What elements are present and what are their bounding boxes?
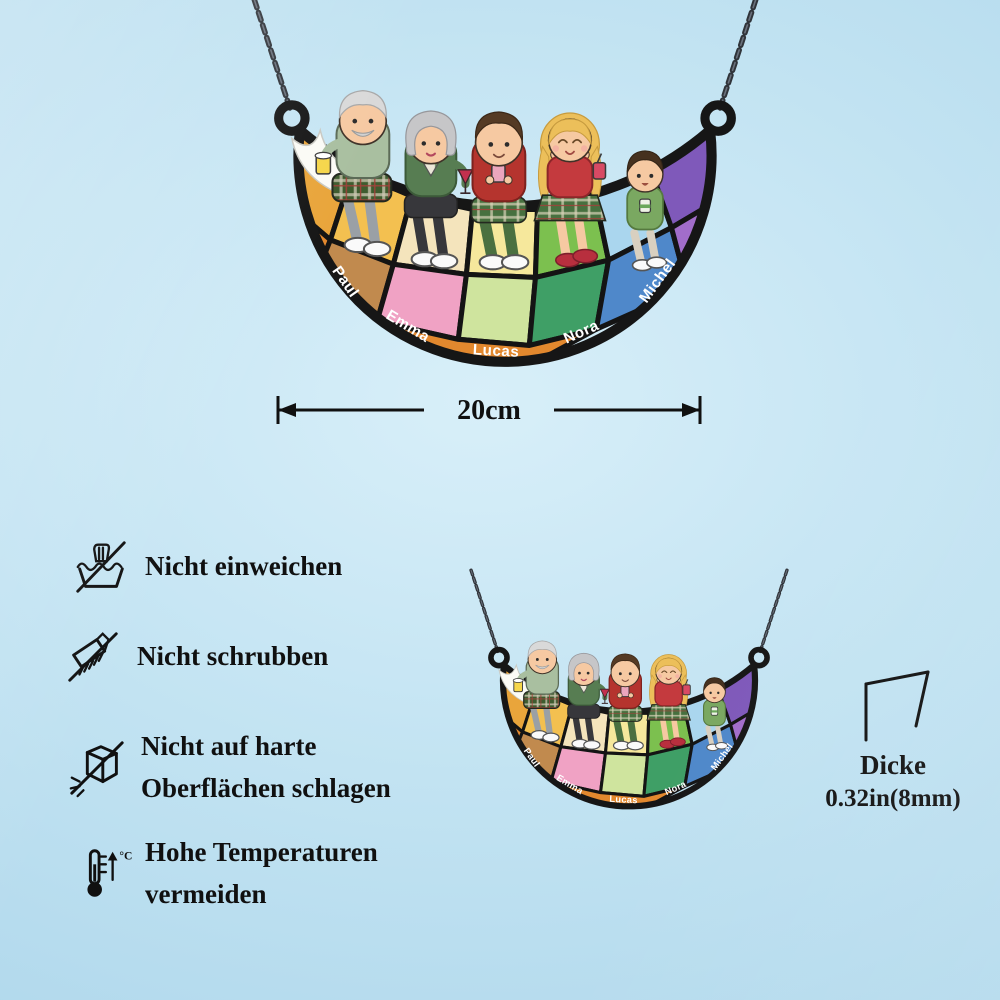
dimension-arrow-left (278, 403, 296, 417)
care-row-avoid-heat: °C Hohe Temperaturen vermeiden (70, 832, 378, 916)
avoid-high-temperature-icon: °C (87, 849, 132, 897)
care-text-line: Nicht einweichen (145, 551, 343, 582)
no-hard-impact-icon (69, 741, 124, 798)
thickness-value: 0.32in(8mm) (825, 785, 961, 813)
care-row-no-scrub: Nicht schrubben (62, 626, 328, 688)
care-text-line: Nicht auf harte (141, 731, 317, 761)
care-row-no-hard-impact: Nicht auf harte Oberflächen schlagen (66, 726, 391, 810)
degree-unit-label: °C (119, 849, 132, 862)
care-text-line: Nicht schrubben (137, 641, 329, 672)
care-text-line: vermeiden (145, 878, 267, 909)
care-row-no-soak: Nicht einweichen (70, 536, 342, 598)
thickness-edge-graphic (864, 670, 930, 742)
thickness-label: Dicke 0.32in(8mm) (793, 748, 993, 816)
no-scrub-icon (68, 632, 118, 682)
no-soak-icon (76, 541, 126, 593)
dimension-arrow-right (682, 403, 700, 417)
care-text-line: Oberflächen schlagen (141, 772, 391, 803)
care-instruction-text: Hohe Temperaturen vermeiden (145, 832, 378, 916)
suncatcher-preview-small (468, 572, 790, 820)
care-instruction-text: Nicht einweichen (145, 546, 342, 588)
care-instruction-text: Nicht auf harte Oberflächen schlagen (141, 726, 391, 810)
thickness-title: Dicke (860, 750, 926, 780)
care-text-line: Hohe Temperaturen (145, 837, 378, 867)
width-dimension-label: 20cm (457, 395, 521, 426)
suncatcher-preview-large: Paul Emma Lucas Nora Michel (241, 0, 769, 384)
width-dimension: 20cm (276, 395, 702, 426)
care-instruction-text: Nicht schrubben (137, 636, 328, 678)
